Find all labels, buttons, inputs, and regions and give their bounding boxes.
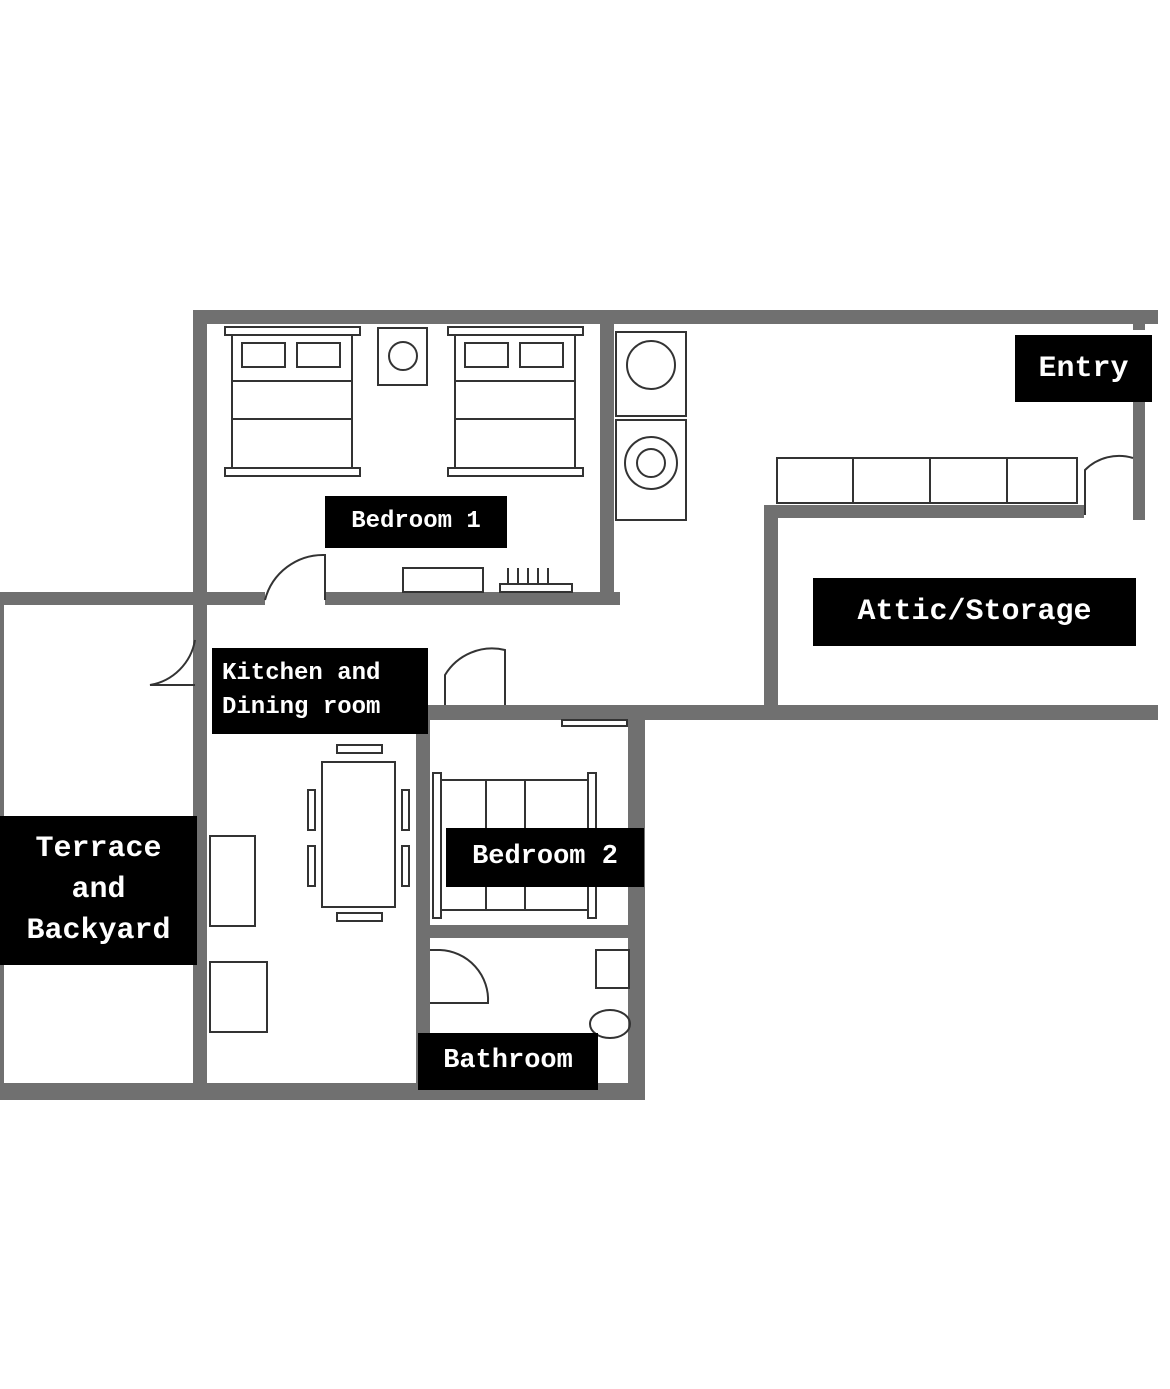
kitchen-furniture	[149, 639, 506, 1033]
room-label-bedroom1: Bedroom 1	[325, 496, 507, 548]
laundry-appliances	[615, 331, 687, 521]
room-label-attic: Attic/Storage	[813, 578, 1136, 646]
entry-furniture	[776, 454, 1134, 515]
room-label-entry: Entry	[1015, 335, 1152, 402]
room-label-kitchen: Kitchen and Dining room	[212, 648, 428, 734]
bedroom2-furniture	[432, 719, 628, 919]
room-label-terrace: Terrace and Backyard	[0, 816, 197, 965]
room-label-bedroom2: Bedroom 2	[446, 828, 644, 887]
room-label-bathroom: Bathroom	[418, 1033, 598, 1090]
bedroom1-furniture	[224, 326, 584, 601]
bathroom-fixtures	[430, 949, 631, 1039]
walls	[0, 310, 1158, 1100]
